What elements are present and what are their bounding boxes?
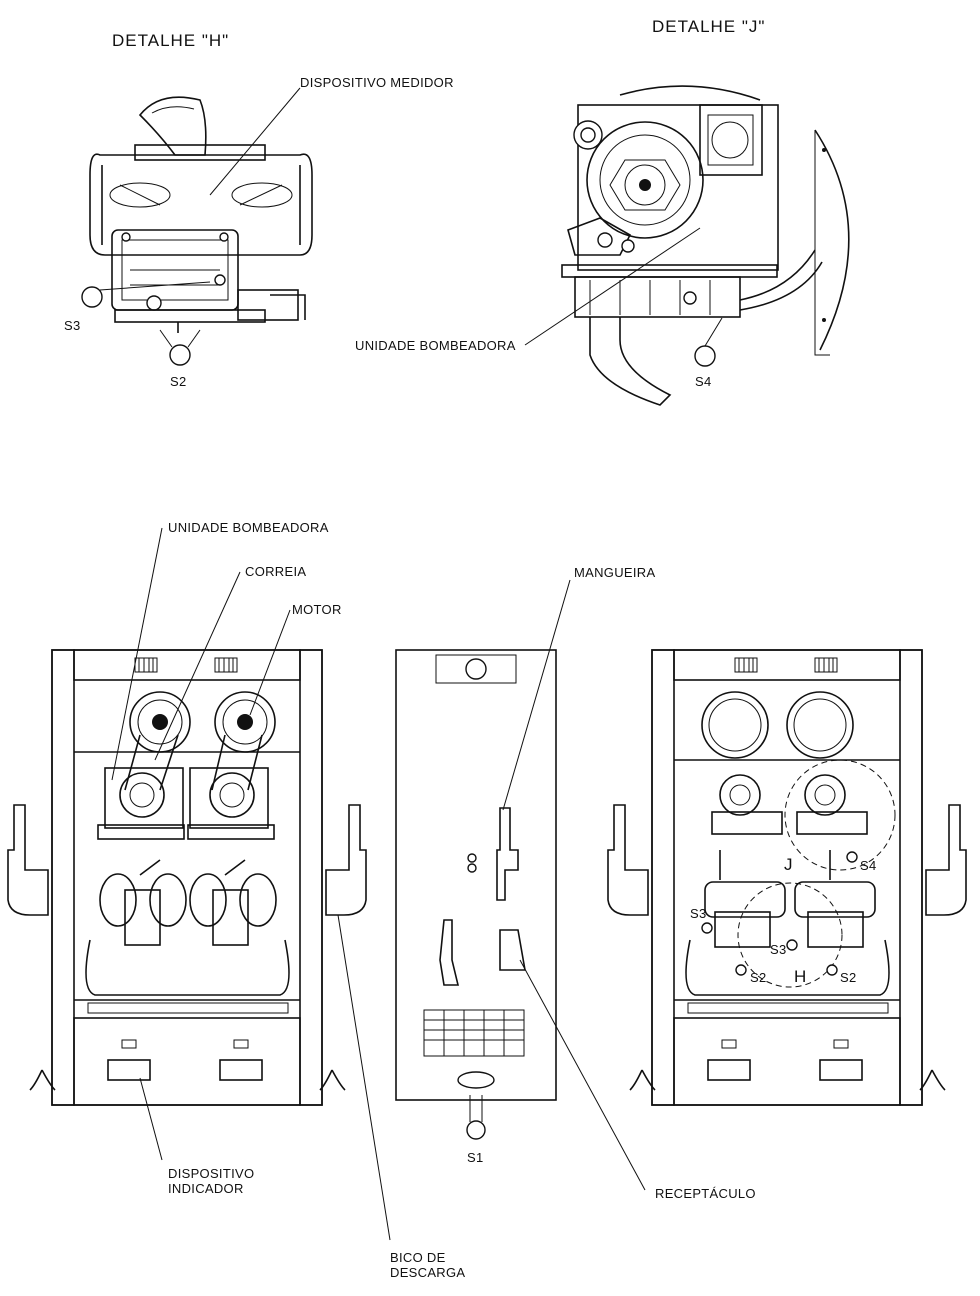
seal-tag-icon [466,1095,486,1140]
label-dispositivo-indicador-1: DISPOSITIVO [168,1166,254,1181]
label-dispositivo-indicador-2: INDICADOR [168,1181,244,1196]
seal-tag-icon [694,317,723,367]
label-bico-descarga-2: DESCARGA [390,1265,465,1280]
pump-gear-icon [804,774,846,816]
dispenser-front-left [7,649,367,1106]
seal-right-j: J [784,855,794,874]
pulley-icon [214,691,276,753]
dispenser-side-center [395,649,557,1101]
seal-right-s2b: S2 [840,970,857,985]
pulley-icon [129,691,191,753]
label-mangueira: MANGUEIRA [574,565,655,580]
seal-right-s3b: S3 [770,942,787,957]
detail-j-drawing [561,85,850,406]
pump-gear-icon [719,774,761,816]
seal-right-s2a: S2 [750,970,767,985]
seal-s4-j: S4 [695,374,712,389]
detail-h-drawing [89,96,313,333]
nozzle-icon [7,804,56,1091]
label-bico-descarga-1: BICO DE [390,1250,446,1265]
nozzle-icon [607,804,656,1091]
seal-tag-icon [81,281,211,308]
seal-s1: S1 [467,1150,484,1165]
label-unidade-bombeadora-detail: UNIDADE BOMBEADORA [355,338,516,353]
seal-right-s4: S4 [860,858,877,873]
seal-s2-h: S2 [170,374,187,389]
label-receptaculo: RECEPTÁCULO [655,1186,756,1201]
pump-gear-icon [119,772,165,818]
nozzle-icon [319,804,367,1091]
dispenser-front-right [607,649,967,1106]
seal-s3-h: S3 [64,318,81,333]
pump-gear-icon [209,772,255,818]
label-dispositivo-medidor: DISPOSITIVO MEDIDOR [300,75,454,90]
seal-right-s3a: S3 [690,906,707,921]
label-motor: MOTOR [292,602,342,617]
label-correia: CORREIA [245,564,306,579]
nozzle-icon [919,804,967,1091]
seal-right-h: H [794,967,807,986]
title-detail-h: DETALHE "H" [112,31,229,50]
title-detail-j: DETALHE "J" [652,17,765,36]
seal-tag-icon [159,329,201,366]
label-unidade-bombeadora-main: UNIDADE BOMBEADORA [168,520,329,535]
